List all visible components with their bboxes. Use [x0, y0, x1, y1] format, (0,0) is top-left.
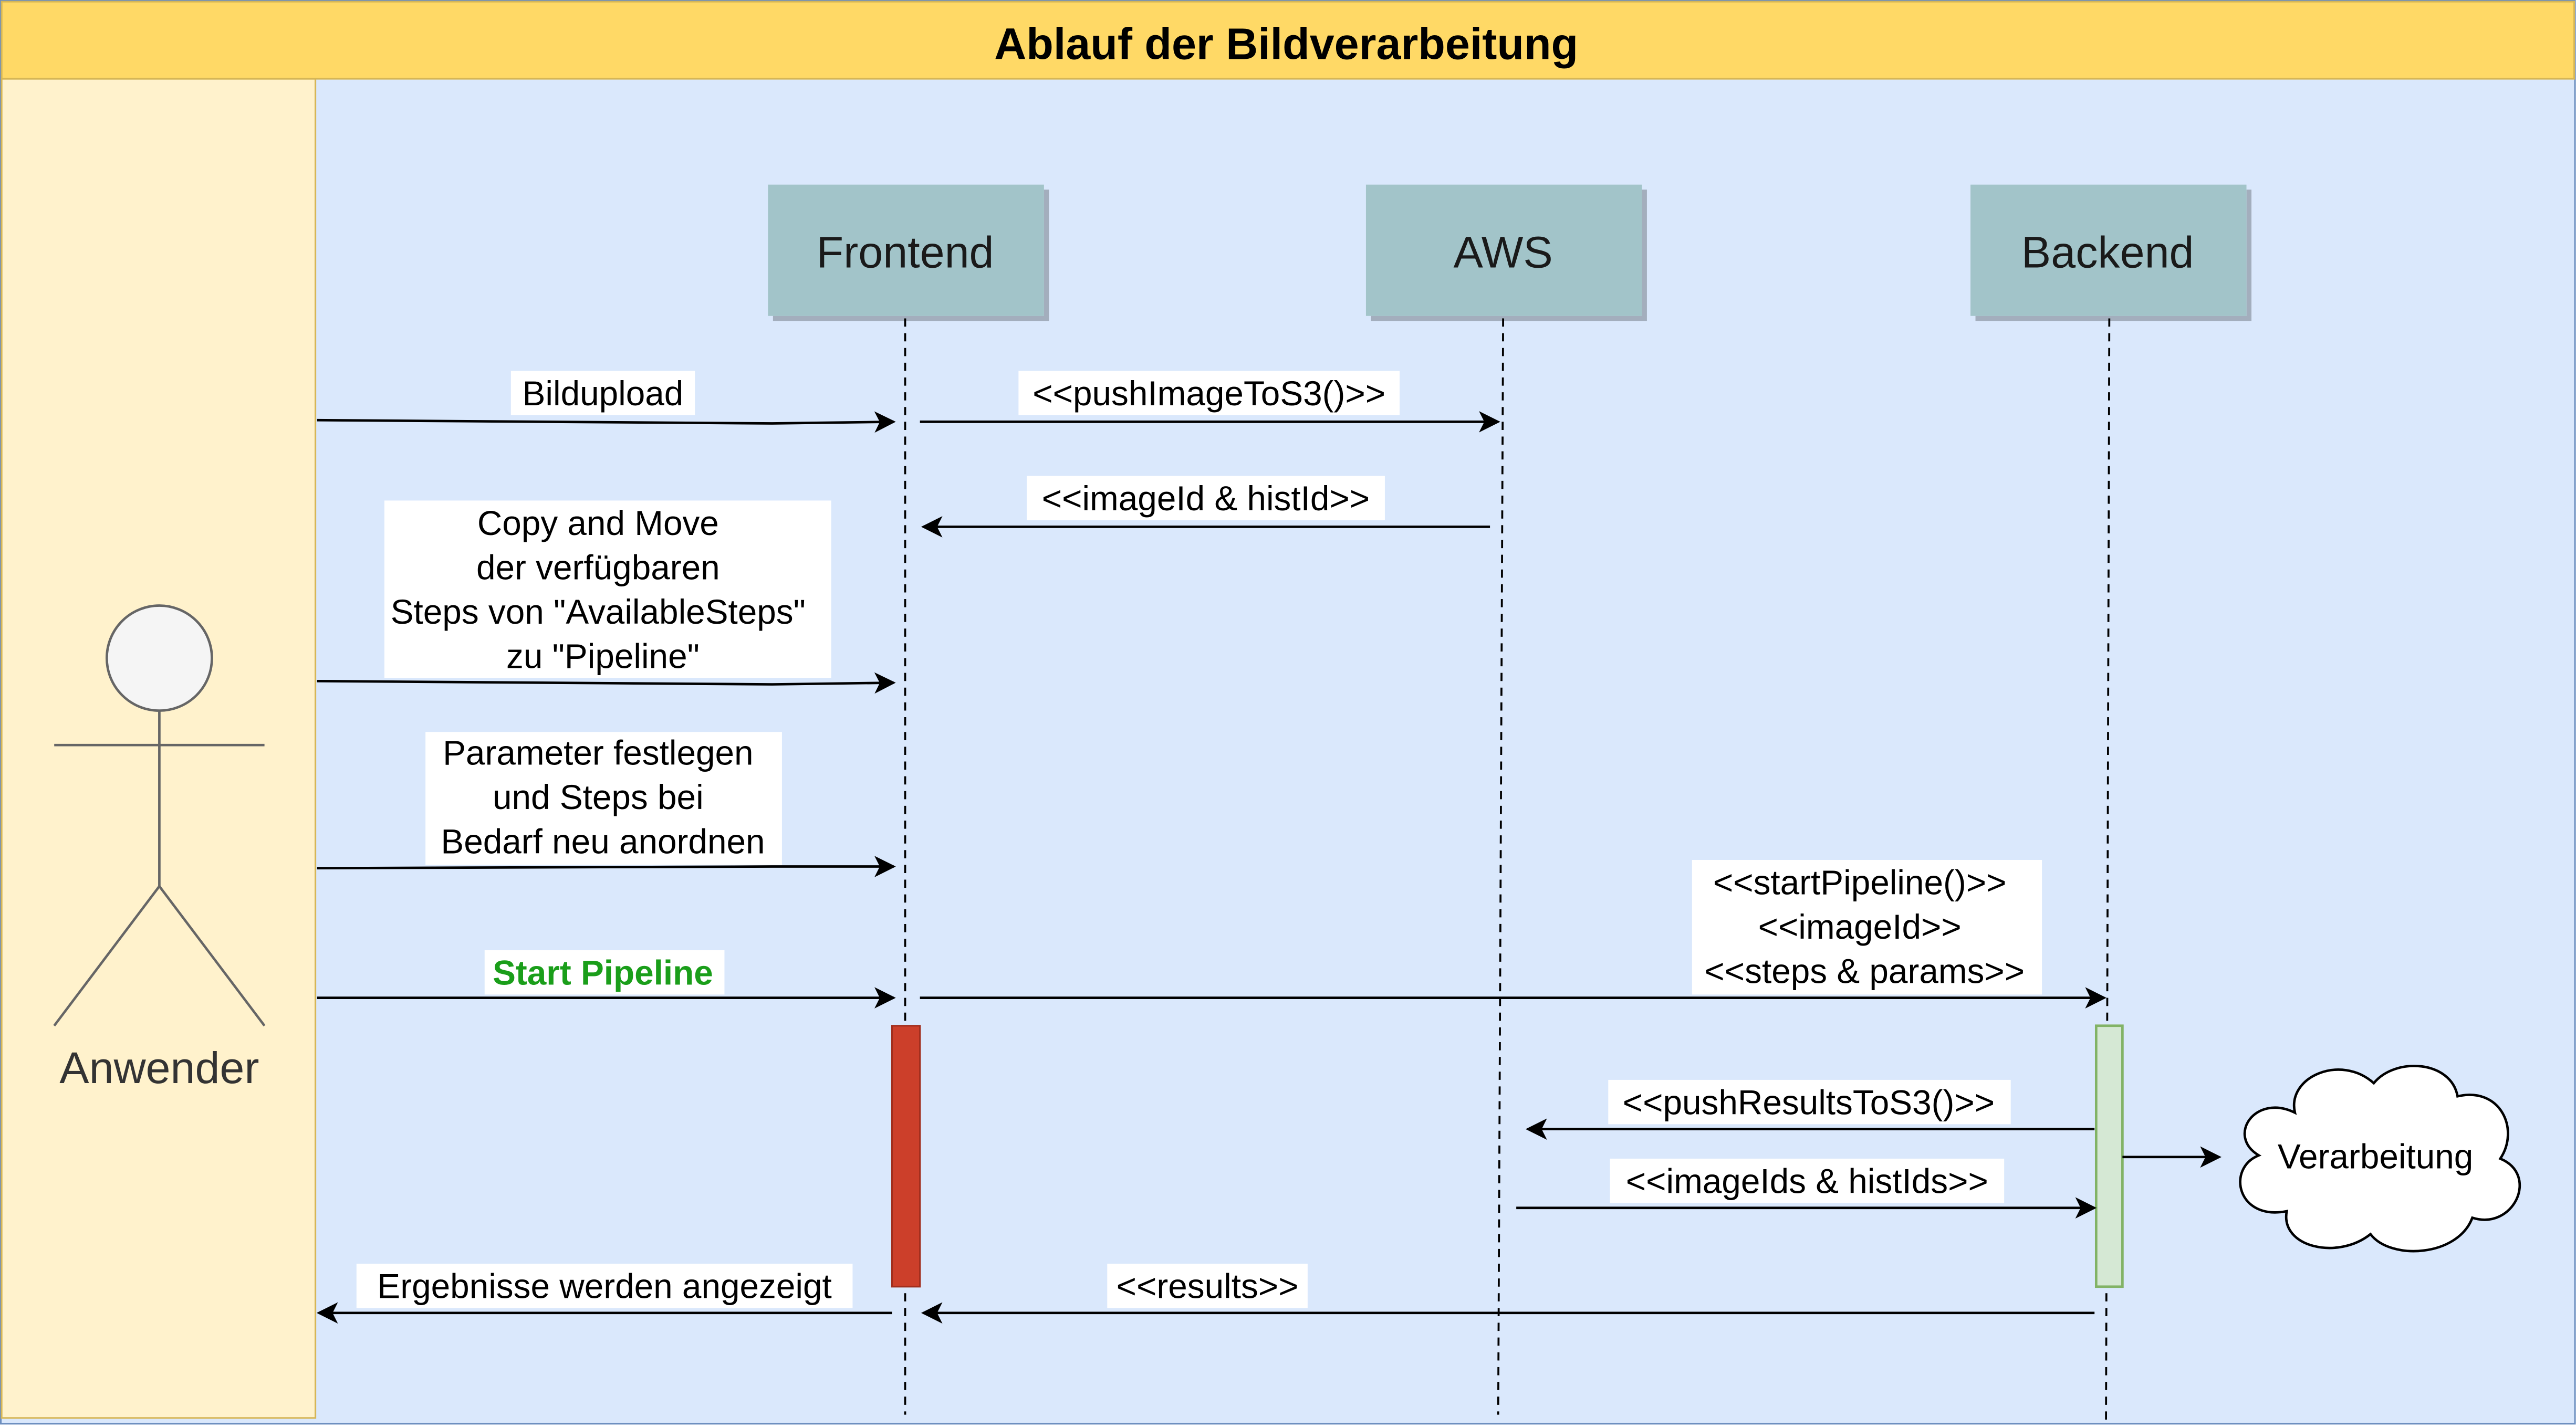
message-bildupload: Bildupload	[317, 371, 896, 433]
actor-head	[105, 604, 213, 712]
label-push-image: <<pushImageToS3()>>	[1033, 374, 1385, 413]
processing-label: Verarbeitung	[2278, 1138, 2473, 1176]
message-results: <<results>>	[921, 1264, 2095, 1324]
message-push-image: <<pushImageToS3()>>	[920, 371, 1500, 433]
message-copy-move: Copy and Move der verfügbaren Steps von …	[317, 500, 896, 694]
lifeline-aws	[1497, 318, 1504, 1415]
participant-frontend: Frontend	[768, 184, 1044, 316]
participant-backend: Backend	[1970, 184, 2247, 316]
label-copy-move-line: zu "Pipeline"	[506, 637, 700, 675]
label-parameter: Parameter festlegen und Steps bei Bedarf…	[441, 734, 765, 861]
label-backend-call-line: <<startPipeline()>>	[1713, 864, 2007, 902]
label-image-hist-ids: <<imageIds & histIds>>	[1626, 1162, 1988, 1201]
label-backend-call-line: <<imageId>>	[1758, 908, 1962, 946]
participant-aws: AWS	[1365, 184, 1642, 316]
label-parameter-line: Bedarf neu anordnen	[441, 823, 765, 861]
diagram-title: Ablauf der Bildverarbeitung	[994, 19, 1578, 69]
participant-backend-label: Backend	[2021, 228, 2194, 277]
label-ergebnisse: Ergebnisse werden angezeigt	[377, 1267, 831, 1306]
participant-aws-label: AWS	[1454, 228, 1553, 277]
participant-frontend-label: Frontend	[817, 228, 994, 277]
label-copy-move-line: Steps von "AvailableSteps"	[391, 593, 806, 631]
message-ergebnisse: Ergebnisse werden angezeigt	[316, 1264, 892, 1324]
label-copy-move-line: der verfügbaren	[476, 548, 720, 586]
title-band	[1, 1, 2575, 80]
actor-anwender: Anwender	[53, 604, 266, 1093]
label-push-results: <<pushResultsToS3()>>	[1623, 1084, 1995, 1122]
label-backend-call: <<startPipeline()>> <<imageId>> <<steps …	[1704, 864, 2025, 991]
activation-frontend	[891, 1025, 921, 1288]
label-parameter-line: Parameter festlegen	[443, 734, 753, 772]
message-backend-call: <<startPipeline()>> <<imageId>> <<steps …	[920, 860, 2107, 1009]
label-results: <<results>>	[1117, 1267, 1299, 1306]
label-copy-move: Copy and Move der verfügbaren Steps von …	[391, 504, 816, 675]
activation-backend	[2094, 1024, 2124, 1288]
label-parameter-line: und Steps bei	[493, 778, 704, 816]
cloud-icon	[2239, 1065, 2521, 1253]
message-image-hist-ids: <<imageIds & histIds>>	[1516, 1158, 2097, 1219]
message-parameter: Parameter festlegen und Steps bei Bedarf…	[317, 732, 896, 877]
message-push-results: <<pushResultsToS3()>>	[1525, 1079, 2095, 1140]
label-start-pipeline: Start Pipeline	[493, 954, 713, 992]
actor-label: Anwender	[59, 1043, 259, 1093]
label-copy-move-line: Copy and Move	[477, 504, 719, 542]
processing-cloud: Verarbeitung	[2239, 1065, 2521, 1253]
label-backend-call-line: <<steps & params>>	[1704, 952, 2025, 990]
label-image-hist-id: <<imageId & histId>>	[1042, 479, 1370, 518]
message-start-pipeline: Start Pipeline	[317, 950, 896, 1009]
label-bildupload: Bildupload	[523, 374, 684, 413]
message-image-hist-id: <<imageId & histId>>	[921, 476, 1490, 538]
